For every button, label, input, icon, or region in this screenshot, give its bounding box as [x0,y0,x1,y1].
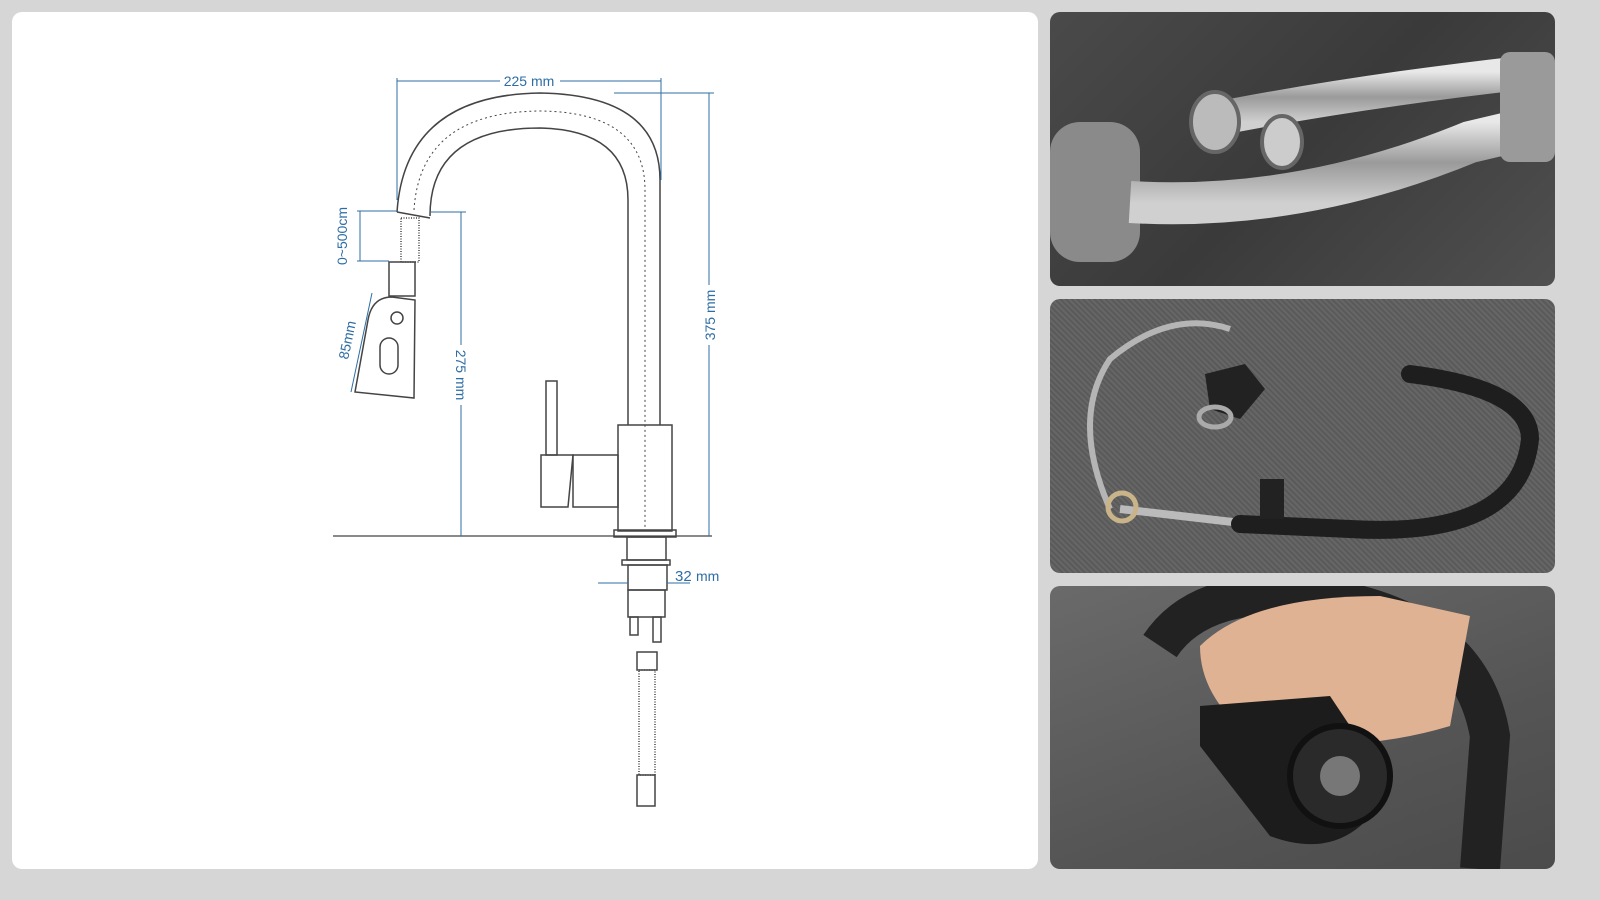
hand-holding-spray-head-icon [1143,586,1511,869]
photo-faucet-parts [1050,299,1555,573]
dimension-spout-reach: 225 mm [504,73,555,89]
braided-hoses-icon [1050,52,1555,262]
photo-spray-head [1050,586,1555,869]
dimension-lines [350,78,714,584]
dimension-spout-height: 275 mm [453,350,469,401]
technical-drawing-panel [12,12,1038,869]
faucet-parts-icon [1087,320,1540,539]
dimension-spray-head-length: 85mm [335,319,359,360]
photo-supply-hoses [1050,12,1555,286]
dimension-mounting-unit: mm [696,568,719,584]
dimension-pull-out-length: 0~500cm [334,207,350,265]
faucet-outline [354,92,677,807]
dimension-total-height: 375 mm [702,290,718,341]
dimension-mounting-diameter: 32 [675,568,692,585]
